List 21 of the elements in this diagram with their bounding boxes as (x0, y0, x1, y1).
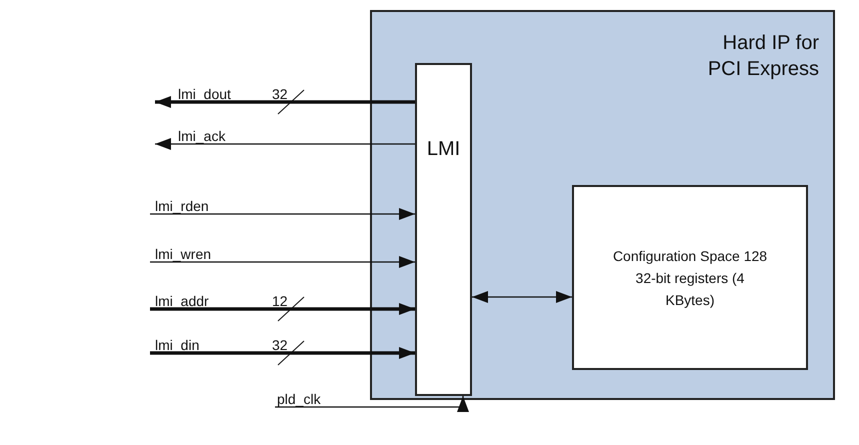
hard-ip-block (370, 10, 835, 400)
signal-arrow (472, 291, 572, 303)
signal-label: pld_clk (277, 391, 321, 407)
bus-width-label: 12 (272, 293, 288, 309)
signal-arrow (150, 256, 415, 268)
bus-width-label: 32 (272, 337, 288, 353)
signal-label: lmi_ack (178, 128, 226, 144)
signal-arrow (155, 138, 415, 150)
signal-label: lmi_wren (155, 246, 212, 262)
signal-arrow (150, 347, 415, 359)
bus-width-label: 32 (272, 86, 288, 102)
signal-arrow (150, 303, 415, 315)
lmi-block (415, 63, 472, 396)
signal-arrow (150, 208, 415, 220)
signal-arrow (275, 396, 469, 412)
signal-label: lmi_rden (155, 198, 209, 214)
configuration-space-block (572, 185, 808, 370)
block-label: LMI (426, 137, 462, 161)
block-label: Configuration Space 128 32-bit registers (4 KBytes) (612, 247, 768, 310)
signal-arrow (155, 96, 415, 108)
block-title: Hard IP for PCI Express (706, 31, 819, 82)
